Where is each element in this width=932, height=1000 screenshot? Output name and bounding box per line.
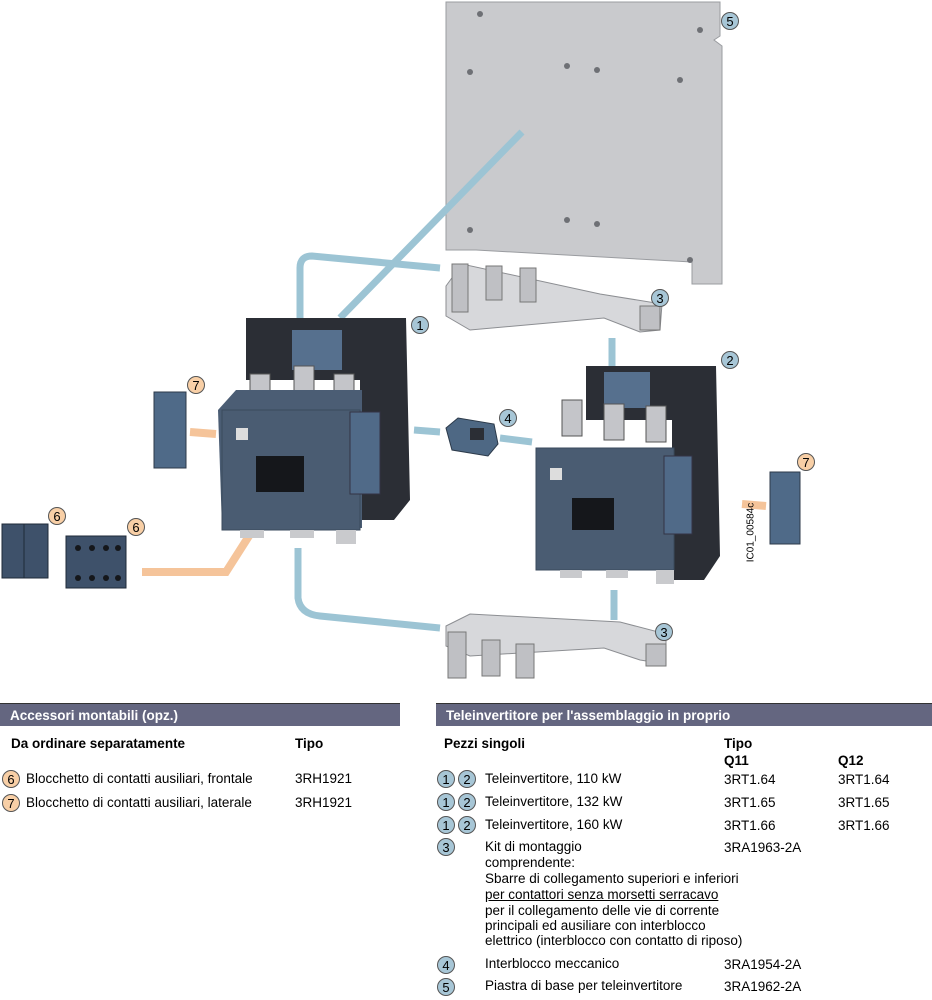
callout-7: 7	[187, 376, 205, 394]
row-q12: 3RT1.66	[838, 818, 890, 833]
kit-desc-line: elettrico (interblocco con contatto di r…	[485, 933, 743, 948]
callout-1: 1	[411, 316, 429, 334]
mechanical-interlock	[445, 417, 499, 457]
callout-5: 5	[721, 12, 739, 30]
kit-desc-line: principali ed ausiliare con interblocco	[485, 918, 706, 933]
row-desc: Blocchetto di contatti ausiliari, fronta…	[26, 771, 253, 786]
row-type: 3RH1921	[295, 771, 353, 786]
accessories-header: Accessori montabili (opz.)	[0, 703, 400, 726]
contactor-1	[218, 318, 410, 544]
row-type: 3RA1963-2A	[724, 840, 802, 855]
callout-3: 3	[651, 289, 669, 307]
accessories-col-desc: Da ordinare separatamente	[11, 736, 186, 751]
parts-col-type: Tipo	[724, 736, 753, 751]
row-desc: Teleinvertitore, 110 kW	[485, 771, 622, 786]
base-plate	[445, 1, 723, 285]
kit-desc-underlined: per contattori senza morsetti serracavo	[485, 887, 719, 902]
row-type: 3RA1962-2A	[724, 979, 802, 994]
kit-desc-line: Sbarre di collegamento superiori e infer…	[485, 871, 739, 886]
blue-assembly-paths	[294, 129, 618, 632]
kit-desc-line: per il collegamento delle vie di corrent…	[485, 903, 720, 918]
parts-col-q12: Q12	[838, 753, 864, 768]
row-callout: 6	[2, 770, 20, 788]
row-desc: Piastra di base per teleinvertitore	[485, 978, 683, 993]
parts-col-q11: Q11	[724, 753, 749, 768]
top-busbar-kit	[445, 263, 663, 333]
row-type: 3RH1921	[295, 795, 353, 810]
aux-contact-frontal	[1, 523, 127, 589]
callout-7: 7	[797, 453, 815, 471]
parts-col-desc: Pezzi singoli	[444, 736, 526, 751]
row-callout: 5	[437, 978, 455, 996]
row-callout: 3	[437, 838, 455, 856]
callout-3: 3	[655, 623, 673, 641]
callout-4: 4	[499, 409, 517, 427]
row-desc: Teleinvertitore, 132 kW	[485, 794, 623, 809]
row-callout: 2	[458, 770, 476, 788]
row-q11: 3RT1.65	[724, 795, 776, 810]
row-q12: 3RT1.65	[838, 795, 890, 810]
aux-contact-lateral	[153, 391, 801, 545]
figure-id: IC01_00584c	[745, 502, 757, 563]
row-callout: 2	[458, 793, 476, 811]
row-callout: 7	[2, 794, 20, 812]
kit-desc-line: Kit di montaggio	[485, 839, 582, 854]
row-callout: 1	[437, 793, 455, 811]
row-q11: 3RT1.66	[724, 818, 776, 833]
contactor-2	[535, 366, 720, 584]
row-desc: Teleinvertitore, 160 kW	[485, 817, 623, 832]
kit-desc-line: comprendente:	[485, 855, 576, 870]
bottom-busbar-kit	[445, 613, 667, 679]
row-desc: Interblocco meccanico	[485, 956, 620, 971]
row-desc: Blocchetto di contatti ausiliari, latera…	[26, 795, 252, 810]
row-q12: 3RT1.64	[838, 772, 890, 787]
row-callout: 1	[437, 770, 455, 788]
callout-6: 6	[127, 518, 145, 536]
accessories-col-type: Tipo	[295, 736, 324, 751]
row-type: 3RA1954-2A	[724, 957, 802, 972]
row-callout: 1	[437, 816, 455, 834]
exploded-assembly-illustration	[1, 1, 801, 679]
row-callout: 4	[437, 956, 455, 974]
callout-6: 6	[48, 507, 66, 525]
row-callout: 2	[458, 816, 476, 834]
row-q11: 3RT1.64	[724, 772, 776, 787]
callout-2: 2	[721, 351, 739, 369]
reversing-contactor-header: Teleinvertitore per l'assemblaggio in pr…	[436, 703, 932, 726]
